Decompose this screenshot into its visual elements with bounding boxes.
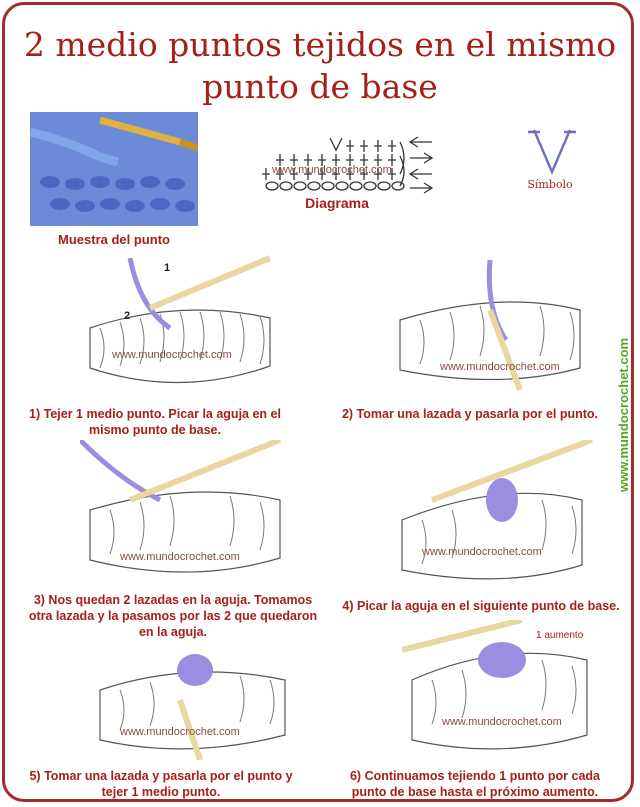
step-6-caption: 6) Continuamos tejiendo 1 punto por cada… (349, 769, 600, 799)
step-3-illustration: www.mundocrochet.com (80, 440, 282, 573)
step-1-watermark: www.mundocrochet.com (111, 349, 232, 361)
sample-label: Muestra del punto (58, 232, 170, 247)
step-1-label-2: 2 (124, 310, 131, 322)
step-5-caption: 5) Tomar una lazada y pasarla por el pun… (29, 769, 293, 799)
step-5-watermark: www.mundocrochet.com (119, 726, 240, 738)
stitch-symbol (522, 122, 582, 182)
step-6-illustration: www.mundocrochet.com (402, 620, 588, 750)
step-5-illustration: www.mundocrochet.com (99, 654, 286, 760)
page-title: 2 medio puntos tejidos en el mismo punto… (0, 24, 640, 108)
step-3-caption: 3) Nos quedan 2 lazadas en la aguja. Tom… (28, 593, 318, 639)
step-1-illustration: www.mundocrochet.com (89, 255, 272, 384)
step-4-caption: 4) Picar la aguja en el siguiente punto … (342, 599, 620, 613)
title-line-1: 2 medio puntos tejidos en el mismo (23, 25, 617, 64)
diagram-label: Diagrama (305, 195, 369, 211)
symbol-label: Símbolo (527, 178, 573, 191)
side-website-text: www.mundocrochet.com (616, 337, 631, 492)
diagram-watermark: www.mundocrochet.com (271, 164, 392, 176)
step-1-caption: 1) Tejer 1 medio punto. Picar la aguja e… (29, 407, 281, 437)
step-4-watermark: www.mundocrochet.com (421, 546, 542, 558)
step-6-annotation: 1 aumento (536, 630, 584, 641)
step-2-illustration: www.mundocrochet.com (399, 259, 581, 392)
step-4-illustration: www.mundocrochet.com (401, 440, 594, 580)
step-1-label-1: 1 (164, 262, 171, 274)
step-2-watermark: www.mundocrochet.com (439, 361, 560, 373)
step-6-watermark: www.mundocrochet.com (441, 716, 562, 728)
stitch-diagram: www.mundocrochet.com (262, 128, 442, 198)
step-3-watermark: www.mundocrochet.com (119, 551, 240, 563)
step-2-caption: 2) Tomar una lazada y pasarla por el pun… (341, 407, 599, 421)
sample-photo (30, 112, 198, 226)
title-line-2: punto de base (202, 67, 438, 106)
